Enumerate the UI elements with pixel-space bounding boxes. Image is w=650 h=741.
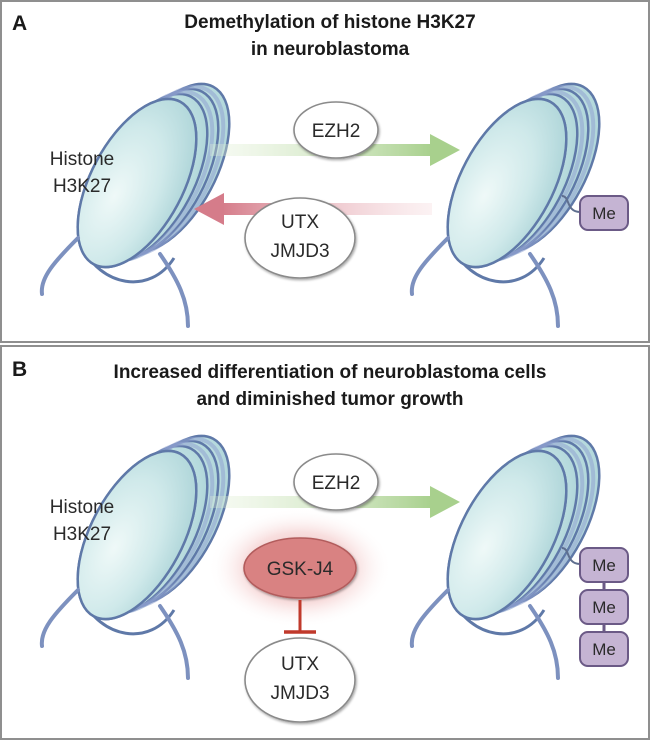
jmjd3-label-b: JMJD3 [270,683,329,704]
methyl-tag-a: Me [579,195,629,231]
inhibition-symbol [284,600,316,634]
panel-a: A Demethylation of histone H3K27 in neur… [0,0,650,343]
jmjd3-label-a: JMJD3 [270,241,329,262]
histone-label-b-line2: H3K27 [53,524,111,545]
ezh2-label-a: EZH2 [312,121,361,142]
histone-label-a-line1: Histone [50,149,114,170]
panel-b: B Increased differentiation of neuroblas… [0,345,650,740]
gsk-j4-node [243,537,357,599]
methyl-tag-b-1-label: Me [592,556,616,575]
panel-a-title-line2: in neuroblastoma [251,39,410,60]
methyl-tag-b-2-label: Me [592,598,616,617]
methyl-tag-b-2: Me [579,589,629,625]
methyl-link-a [561,195,581,213]
histone-label-b-line1: Histone [50,497,114,518]
panel-b-title-line1: Increased differentiation of neuroblasto… [114,362,547,383]
ezh2-node-b [293,453,379,511]
utx-jmjd3-node-a [244,197,356,279]
methyl-tag-a-label: Me [592,204,616,223]
panel-a-letter: A [12,12,27,35]
histone-label-a-line2: H3K27 [53,176,111,197]
gsk-j4-label: GSK-J4 [267,559,334,580]
ezh2-node-a [293,101,379,159]
methyl-tag-b-3: Me [579,631,629,667]
utx-label-b: UTX [281,654,319,675]
utx-label-a: UTX [281,212,319,233]
panel-b-letter: B [12,358,27,381]
methyl-tag-b-3-label: Me [592,640,616,659]
panel-b-title-line2: and diminished tumor growth [196,389,463,410]
ezh2-label-b: EZH2 [312,473,361,494]
methyl-link-b [561,547,581,565]
panel-a-title-line1: Demethylation of histone H3K27 [184,12,475,33]
utx-jmjd3-node-b [244,637,356,723]
methyl-tag-b-1: Me [579,547,629,583]
